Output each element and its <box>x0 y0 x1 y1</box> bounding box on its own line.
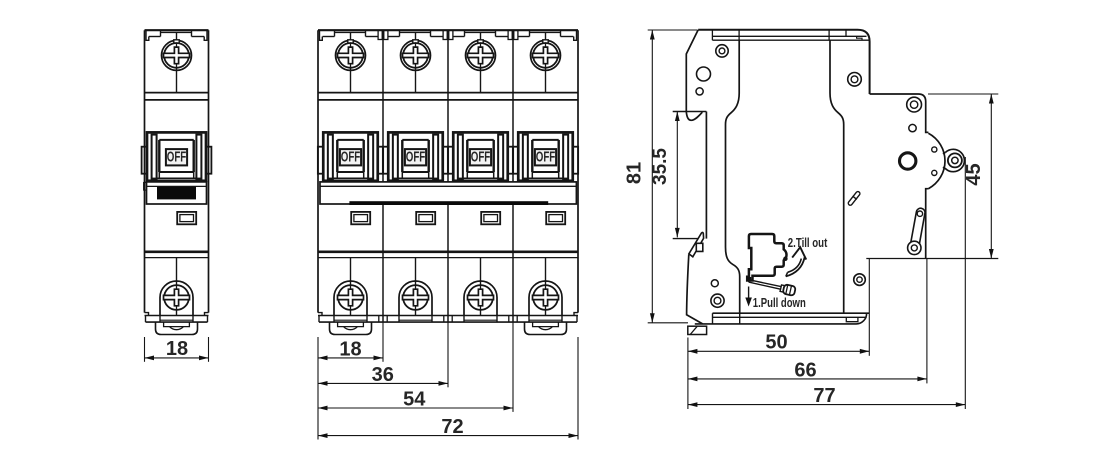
svg-text:OFF: OFF <box>471 150 491 166</box>
svg-text:18: 18 <box>339 338 361 360</box>
svg-text:54: 54 <box>403 388 426 410</box>
svg-text:OFF: OFF <box>406 150 426 166</box>
svg-text:1.Pull down: 1.Pull down <box>753 295 806 310</box>
svg-text:72: 72 <box>441 416 463 438</box>
svg-text:45: 45 <box>963 163 985 185</box>
svg-text:OFF: OFF <box>167 150 187 166</box>
svg-text:35.5: 35.5 <box>650 148 671 185</box>
svg-text:2.Till out: 2.Till out <box>788 235 828 250</box>
svg-text:50: 50 <box>765 332 787 354</box>
svg-text:66: 66 <box>794 359 816 381</box>
svg-text:36: 36 <box>372 364 394 386</box>
svg-text:77: 77 <box>813 385 835 407</box>
svg-text:81: 81 <box>624 162 646 184</box>
svg-text:18: 18 <box>166 338 188 360</box>
svg-text:OFF: OFF <box>536 150 556 166</box>
svg-text:OFF: OFF <box>341 150 361 166</box>
